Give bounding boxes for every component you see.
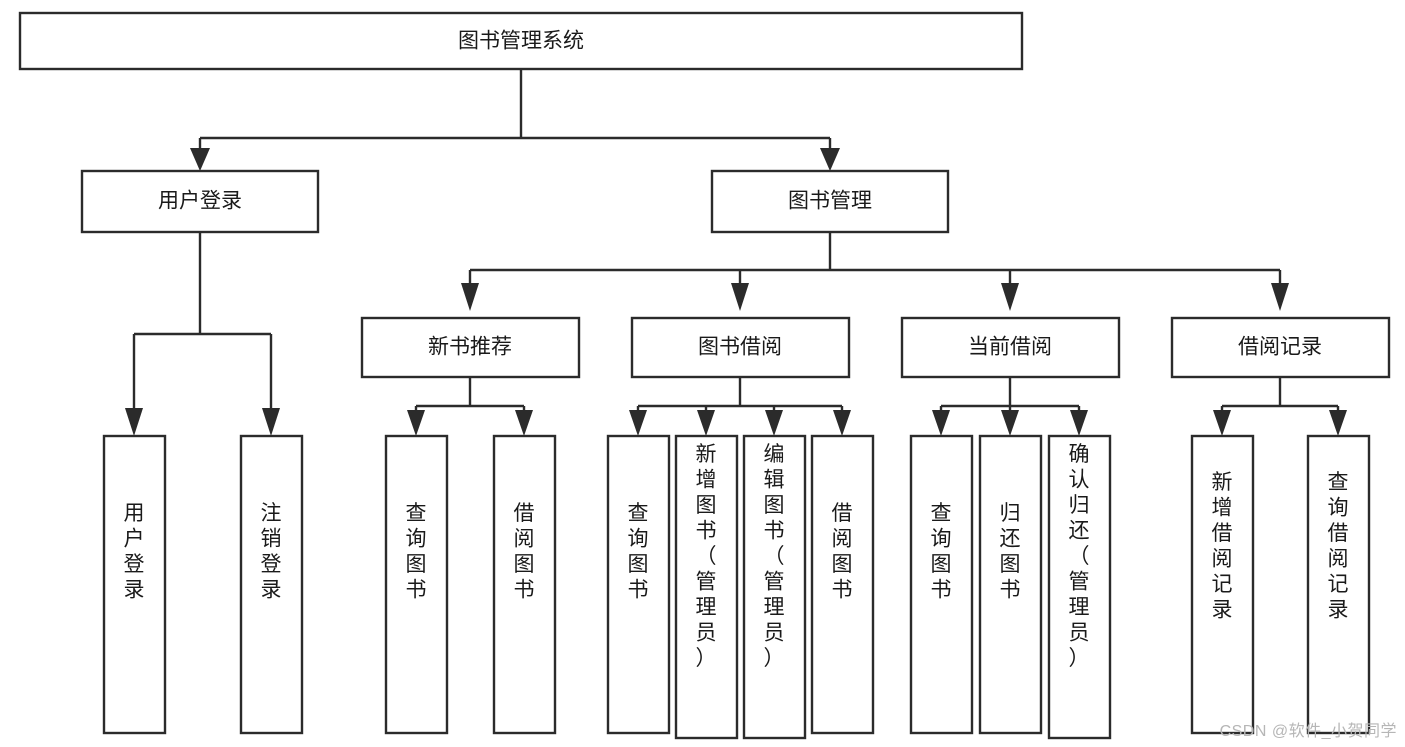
node-new-book-recommend-box[interactable]	[360, 316, 581, 379]
leaf-node-currentborrow-query[interactable]: 查询图书	[909, 434, 974, 735]
arrow-head-borrowrecord-leaf1	[1213, 410, 1231, 436]
connector-group-userlogin-to-leaves	[125, 232, 280, 436]
node-root-system-box[interactable]	[18, 11, 1024, 71]
leaf-node-newbook-borrow[interactable]: 借阅图书	[492, 434, 557, 735]
node-borrow-record-box[interactable]	[1170, 316, 1391, 379]
arrow-head-bookborrow-leaf1	[629, 410, 647, 436]
arrow-head-bookborrow-leaf3	[765, 410, 783, 436]
leaf-node-user-login-logout[interactable]: 注销登录	[239, 434, 304, 735]
node-book-borrow-label: 图书借阅	[698, 336, 782, 359]
leaf-node-bookborrow-add-label: 新增图书（管理员）	[696, 443, 717, 670]
node-current-borrow-box[interactable]	[900, 316, 1121, 379]
node-borrow-record-label: 借阅记录	[1238, 336, 1322, 359]
node-root-system-label: 图书管理系统	[458, 30, 584, 53]
leaf-node-currentborrow-return[interactable]: 归还图书	[978, 434, 1043, 735]
leaf-node-user-login-logout-box[interactable]	[239, 434, 304, 735]
arrow-head-userlogin-leaf2	[262, 408, 280, 436]
leaf-node-newbook-query-box[interactable]	[384, 434, 449, 735]
arrow-head-root-to-bookmgmt	[820, 148, 840, 171]
node-borrow-record[interactable]: 借阅记录	[1170, 316, 1391, 379]
arrow-head-to-borrowrecord	[1271, 283, 1289, 311]
node-book-borrow-box[interactable]	[630, 316, 851, 379]
leaf-node-bookborrow-add[interactable]: 新增图书（管理员）	[674, 434, 739, 740]
connector-group-bookmgmt-to-level3	[461, 232, 1289, 311]
node-root-system[interactable]: 图书管理系统	[18, 11, 1024, 71]
leaf-node-bookborrow-add-box[interactable]	[674, 434, 739, 740]
leaf-node-bookborrow-query-label: 查询图书	[628, 502, 649, 602]
arrow-head-borrowrecord-leaf2	[1329, 410, 1347, 436]
leaf-node-currentborrow-return-box[interactable]	[978, 434, 1043, 735]
leaf-node-bookborrow-edit[interactable]: 编辑图书（管理员）	[742, 434, 807, 740]
leaf-node-borrowrecord-add[interactable]: 新增借阅记录	[1190, 434, 1255, 735]
node-current-borrow-label: 当前借阅	[968, 336, 1052, 359]
node-current-borrow[interactable]: 当前借阅	[900, 316, 1121, 379]
leaf-node-borrowrecord-query-box[interactable]	[1306, 434, 1371, 735]
arrow-head-newbook-leaf2	[515, 410, 533, 436]
leaf-node-currentborrow-confirm[interactable]: 确认归还（管理员）	[1047, 434, 1112, 740]
node-book-borrow[interactable]: 图书借阅	[630, 316, 851, 379]
leaf-node-bookborrow-query[interactable]: 查询图书	[606, 434, 671, 735]
arrow-head-newbook-leaf1	[407, 410, 425, 436]
leaf-node-user-login-login-label: 用户登录	[124, 502, 145, 602]
node-user-login-label: 用户登录	[158, 190, 242, 213]
leaf-node-currentborrow-confirm-label: 确认归还（管理员）	[1069, 443, 1090, 670]
arrow-head-bookborrow-leaf2	[697, 410, 715, 436]
leaf-node-bookborrow-query-box[interactable]	[606, 434, 671, 735]
leaf-node-borrowrecord-query-label: 查询借阅记录	[1328, 471, 1349, 622]
leaf-node-bookborrow-edit-label: 编辑图书（管理员）	[764, 443, 785, 670]
node-user-login-box[interactable]	[80, 169, 320, 234]
leaf-node-currentborrow-query-box[interactable]	[909, 434, 974, 735]
leaf-node-bookborrow-borrow-label: 借阅图书	[832, 502, 853, 602]
leaf-node-currentborrow-return-label: 归还图书	[1000, 502, 1021, 602]
arrow-head-bookborrow-leaf4	[833, 410, 851, 436]
leaf-node-bookborrow-borrow[interactable]: 借阅图书	[810, 434, 875, 735]
node-book-management-label: 图书管理	[788, 190, 872, 213]
leaf-node-currentborrow-confirm-box[interactable]	[1047, 434, 1112, 740]
connector-group-root-to-level2	[190, 69, 840, 171]
leaf-node-borrowrecord-query[interactable]: 查询借阅记录	[1306, 434, 1371, 735]
connector-group-bookborrow-to-leaves	[629, 377, 851, 436]
node-user-login[interactable]: 用户登录	[80, 169, 320, 234]
leaf-node-bookborrow-borrow-box[interactable]	[810, 434, 875, 735]
arrow-head-currentborrow-leaf2	[1001, 410, 1019, 436]
leaf-node-currentborrow-query-label: 查询图书	[931, 502, 952, 602]
node-book-management-box[interactable]	[710, 169, 950, 234]
leaf-node-newbook-query-label: 查询图书	[406, 502, 427, 602]
arrow-head-currentborrow-leaf3	[1070, 410, 1088, 436]
leaf-node-bookborrow-edit-box[interactable]	[742, 434, 807, 740]
connector-group-borrowrecord-to-leaves	[1213, 377, 1347, 436]
arrow-head-to-newbook	[461, 283, 479, 311]
node-book-management[interactable]: 图书管理	[710, 169, 950, 234]
leaf-node-newbook-borrow-box[interactable]	[492, 434, 557, 735]
arrow-head-root-to-userlogin	[190, 148, 210, 171]
connector-group-currentborrow-to-leaves	[932, 377, 1088, 436]
leaf-node-user-login-logout-label: 注销登录	[261, 502, 282, 602]
arrow-head-currentborrow-leaf1	[932, 410, 950, 436]
arrow-head-userlogin-leaf1	[125, 408, 143, 436]
connector-group-newbook-to-leaves	[407, 377, 533, 436]
leaf-node-borrowrecord-add-box[interactable]	[1190, 434, 1255, 735]
leaf-node-user-login-login[interactable]: 用户登录	[102, 434, 167, 735]
leaf-node-borrowrecord-add-label: 新增借阅记录	[1212, 471, 1233, 622]
leaf-node-newbook-query[interactable]: 查询图书	[384, 434, 449, 735]
node-new-book-recommend[interactable]: 新书推荐	[360, 316, 581, 379]
node-new-book-recommend-label: 新书推荐	[428, 336, 512, 359]
arrow-head-to-bookborrow	[731, 283, 749, 311]
leaf-node-user-login-login-box[interactable]	[102, 434, 167, 735]
leaf-node-newbook-borrow-label: 借阅图书	[514, 502, 535, 602]
arrow-head-to-currentborrow	[1001, 283, 1019, 311]
